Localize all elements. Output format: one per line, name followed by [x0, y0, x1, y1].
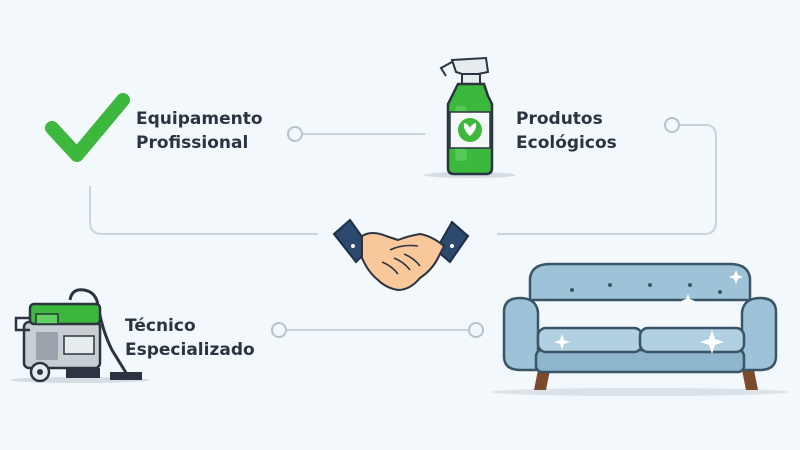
- carpet-cleaner-machine-icon: [10, 288, 150, 383]
- spray-bottle-icon: [424, 56, 516, 178]
- connector-node: [271, 322, 287, 338]
- equipment-label-line2: Profissional: [136, 133, 249, 153]
- sofa-icon: [492, 262, 788, 396]
- technician-label-line1: Técnico: [125, 316, 196, 336]
- equipment-label-line1: Equipamento: [136, 109, 263, 129]
- connector-lines: [89, 124, 717, 331]
- products-label: Produtos Ecológicos: [516, 107, 617, 155]
- products-label-line1: Produtos: [516, 109, 603, 129]
- connector-products-handshake: [497, 124, 717, 235]
- products-label-line2: Ecológicos: [516, 133, 617, 153]
- technician-label-line2: Especializado: [125, 340, 255, 360]
- connector-nodes: [271, 117, 680, 338]
- equipment-label: Equipamento Profissional: [136, 107, 263, 155]
- connector-node: [468, 322, 484, 338]
- checkmark-icon: [45, 93, 130, 162]
- handshake-icon: [332, 218, 470, 291]
- connector-node: [664, 117, 680, 133]
- connector-equipment-handshake: [89, 186, 318, 235]
- connector-node: [287, 126, 303, 142]
- technician-label: Técnico Especializado: [125, 314, 255, 362]
